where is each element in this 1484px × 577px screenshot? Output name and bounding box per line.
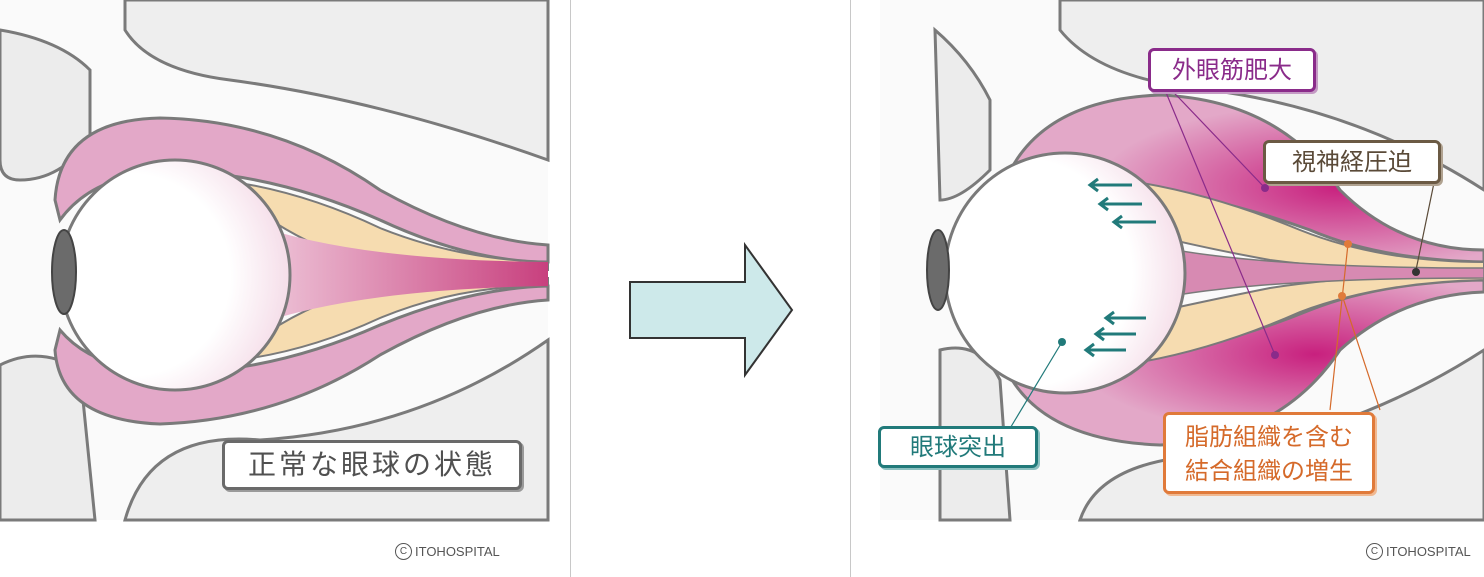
fat-marker-lower <box>1338 292 1346 300</box>
eyeball <box>60 160 290 390</box>
transition-arrow <box>620 240 800 380</box>
protruding-eyeball <box>945 153 1185 393</box>
divider-left <box>570 0 571 577</box>
copyright-right: C ITOHOSPITAL <box>1366 543 1471 560</box>
nerve-marker <box>1412 268 1420 276</box>
tissue-hyperplasia-label: 脂肪組織を含む 結合組織の増生 <box>1163 412 1375 494</box>
muscle-marker-upper <box>1261 184 1269 192</box>
normal-eye-label: 正常な眼球の状態 <box>222 440 522 490</box>
tissue-hyperplasia-line1: 脂肪組織を含む <box>1166 420 1372 454</box>
proptosis-label: 眼球突出 <box>878 426 1038 468</box>
copyright-text: ITOHOSPITAL <box>1386 544 1471 559</box>
fat-marker-upper <box>1344 240 1352 248</box>
copyright-left: C ITOHOSPITAL <box>395 543 500 560</box>
cornea-lens <box>927 230 949 310</box>
muscle-marker-lower <box>1271 351 1279 359</box>
eyeball-marker <box>1058 338 1066 346</box>
normal-eye-diagram <box>0 0 560 577</box>
cornea-lens <box>52 230 76 314</box>
muscle-enlargement-label: 外眼筋肥大 <box>1148 48 1316 92</box>
copyright-icon: C <box>1366 543 1383 560</box>
optic-compression-label: 視神経圧迫 <box>1263 140 1441 184</box>
copyright-text: ITOHOSPITAL <box>415 544 500 559</box>
tissue-hyperplasia-line2: 結合組織の増生 <box>1166 454 1372 488</box>
right-arrow-icon <box>630 245 792 375</box>
copyright-icon: C <box>395 543 412 560</box>
divider-right <box>850 0 851 577</box>
